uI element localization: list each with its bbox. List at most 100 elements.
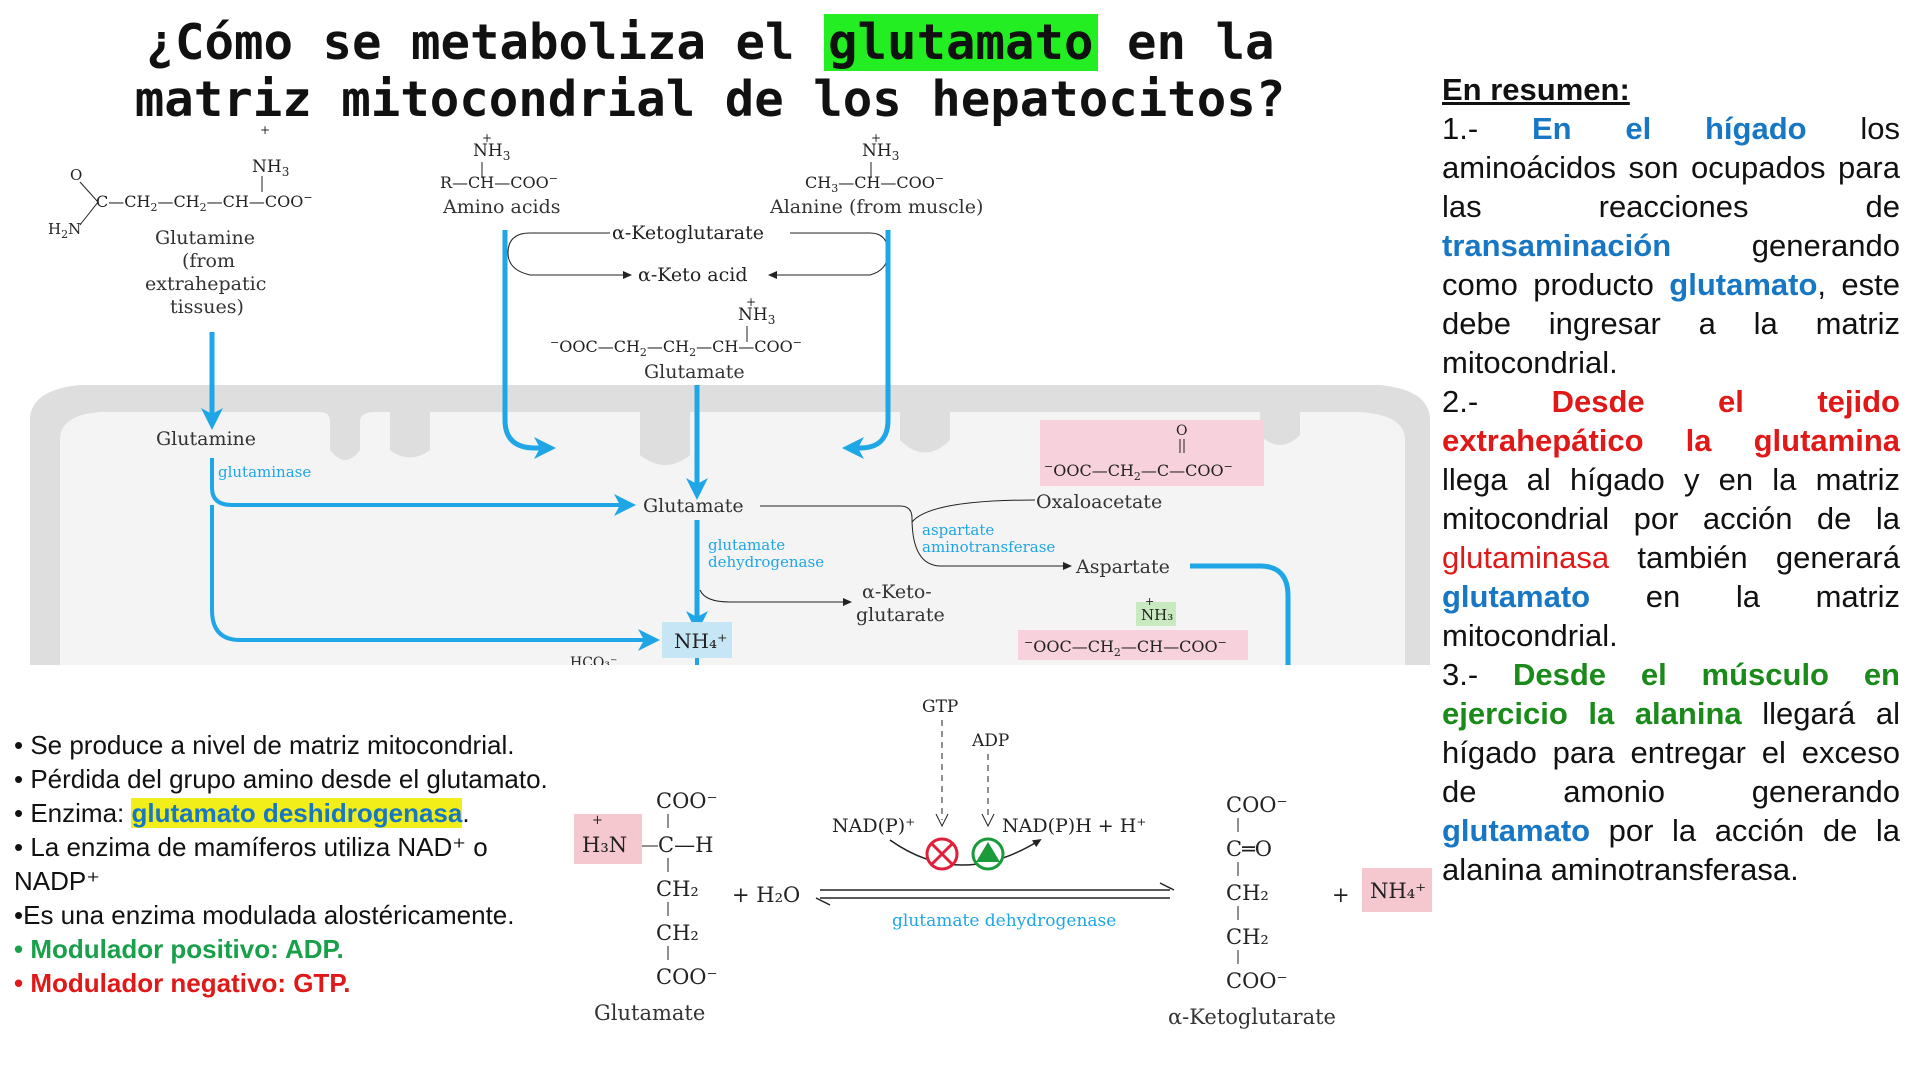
svg-text:O: O [70, 166, 82, 184]
aspartate-nh3-label: NH₃ [1141, 606, 1173, 624]
h3n-box [574, 814, 642, 864]
svg-text:+: + [482, 131, 492, 145]
summary-1-text-c: , este debe ingresar a la matriz mitocon… [1442, 267, 1901, 380]
akg-co-label: C═O [1226, 837, 1272, 861]
h2o-label: + H₂O [732, 883, 800, 907]
svg-text:O: O [1176, 423, 1187, 439]
summary-3-text-a: llegará al hígado para entregar el exces… [1442, 696, 1900, 809]
summary-point-3: 3.- Desde el músculo en ejercicio la ala… [1442, 655, 1900, 889]
summary-2-text-b: también generará [1609, 540, 1900, 575]
summary-1-text-a: los aminoácidos son ocupados para las re… [1442, 111, 1900, 224]
glutamine-extrahepatic-label: extrahepatic [145, 273, 266, 295]
aspartate-aminotransferase-label-1: aspartate [922, 521, 994, 539]
summary-panel: En resumen: 1.- En el hígado los aminoác… [1442, 70, 1900, 889]
summary-3-muscle: Desde el músculo en ejercicio la alanina [1442, 657, 1900, 731]
bullet-3: • Enzima: glutamato deshidrogenasa. [14, 796, 614, 830]
svg-text:−OOC—CH2—C—COO−: −OOC—CH2—C—COO− [1044, 460, 1233, 483]
reaction-enzyme-label: glutamate dehydrogenase [892, 911, 1116, 931]
summary-3-num: 3.- [1442, 657, 1513, 692]
glutamate-ch-label: C—H [658, 833, 713, 857]
bullet-3-enzyme-highlight: glutamato deshidrogenasa [131, 798, 463, 828]
bullet-1: • Se produce a nivel de matriz mitocondr… [14, 730, 515, 760]
svg-text:+: + [592, 813, 603, 828]
page-title: ¿Cómo se metaboliza el glutamato en la m… [60, 14, 1360, 128]
glutamine-inside-label: Glutamine [156, 428, 256, 450]
summary-3-glutamate: glutamato [1442, 813, 1591, 848]
bullet-2: • Pérdida del grupo amino desde el gluta… [14, 764, 548, 794]
akg-coo-bottom: COO⁻ [1226, 969, 1288, 993]
glutamate-coo-bottom: COO⁻ [656, 965, 718, 989]
bullet-list: • Se produce a nivel de matriz mitocondr… [14, 728, 614, 1000]
glutamine-from-label: (from [182, 250, 235, 272]
aspartate-label: Aspartate [1075, 556, 1170, 578]
svg-text:CH3—CH—COO−: CH3—CH—COO− [805, 172, 944, 195]
alpha-keto-label-1: α-Keto- [862, 581, 932, 603]
akg-coo-top: COO⁻ [1226, 793, 1288, 817]
akg-ch2-2: CH₂ [1226, 925, 1269, 949]
glutamine-top-label: Glutamine [155, 227, 255, 249]
summary-2-num: 2.- [1442, 384, 1552, 419]
summary-3-text-b: por la acción de la alanina aminotransfe… [1442, 813, 1900, 887]
title-highlight-glutamato: glutamato [823, 14, 1098, 71]
glutamate-dehydrogenase-label-1: glutamate [708, 536, 785, 554]
svg-text:−OOC—CH2—CH2—CH—COO−: −OOC—CH2—CH2—CH—COO− [550, 336, 802, 359]
glutamine-nh3-label: NH3 [252, 157, 289, 179]
crista-1 [390, 412, 430, 458]
summary-1-glutamate: glutamato [1669, 267, 1818, 302]
svg-text:NH3: NH3 [473, 141, 510, 163]
bullet-3-prefix: • Enzima: [14, 798, 132, 828]
bullet-4a: • La enzima de mamíferos utiliza NAD⁺ o [14, 832, 488, 862]
glutamate-dehydrogenase-label-2: dehydrogenase [708, 553, 824, 571]
oxaloacetate-box [1040, 420, 1264, 486]
alpha-keto-label-2: glutarate [856, 604, 945, 626]
bullet-4b: NADP⁺ [14, 866, 100, 896]
alpha-keto-acid-label: α-Keto acid [638, 264, 748, 286]
svg-text:+: + [1332, 883, 1350, 907]
summary-1-transamination: transaminación [1442, 228, 1672, 263]
inhibitor-x-icon [925, 837, 959, 871]
bullet-5: •Es una enzima modulada alostéricamente. [14, 900, 515, 930]
svg-text:−OOC—CH2—CH—COO−: −OOC—CH2—CH—COO− [1024, 636, 1227, 659]
svg-text:+: + [871, 131, 881, 145]
svg-text:+: + [746, 295, 756, 309]
summary-2-text-c: en la matriz mitocondrial. [1442, 579, 1900, 653]
nh4-label: NH₄⁺ [674, 629, 728, 653]
glutamate-coo-top: COO⁻ [656, 789, 718, 813]
aspartate-structure-box [1018, 630, 1248, 660]
svg-text:NH3: NH3 [738, 305, 775, 327]
bullet-6-positive-modulator: • Modulador positivo: ADP. [14, 934, 344, 964]
h3n-label: H₃N [582, 833, 627, 857]
nadph-right-label: NAD(P)H + H⁺ [1002, 815, 1146, 837]
gdh-reaction-diagram: COO⁻ + H₃N C—H CH₂ CH₂ COO⁻ Glutamate + … [574, 697, 1432, 1029]
reaction-akg-label: α-Ketoglutarate [1168, 1005, 1336, 1029]
summary-2-glutaminase: glutaminasa [1442, 540, 1610, 575]
summary-2-text-a: llega al hígado y en la matriz mitocondr… [1442, 462, 1900, 536]
reaction-glutamate-label: Glutamate [594, 1001, 705, 1025]
aspartate-aminotransferase-label-2: aminotransferase [922, 538, 1055, 556]
akg-ch2-1: CH₂ [1226, 881, 1269, 905]
nh4-box [662, 622, 732, 658]
glutamate-mid-label: Glutamate [643, 495, 744, 517]
summary-2-glutamate: glutamato [1442, 579, 1591, 614]
svg-text:+: + [260, 123, 270, 137]
reaction-nh4-box [1362, 868, 1432, 912]
crista-2 [640, 412, 690, 465]
oxaloacetate-label: Oxaloacetate [1036, 491, 1162, 513]
bullet-3-suffix: . [462, 798, 470, 828]
summary-1-text-b: generando como producto [1442, 228, 1900, 302]
glutamate-ch2-2: CH₂ [656, 921, 699, 945]
glutaminase-label: glutaminase [218, 463, 311, 481]
diagram-cutoff [0, 665, 1440, 685]
summary-1-liver: En el hígado [1531, 111, 1807, 146]
summary-point-1: 1.- En el hígado los aminoácidos son ocu… [1442, 109, 1900, 382]
svg-text:H2N: H2N [48, 220, 81, 241]
glutamate-top-label: Glutamate [644, 361, 745, 383]
svg-text:NH3: NH3 [862, 141, 899, 163]
bullet-7-negative-modulator: • Modulador negativo: GTP. [14, 968, 351, 998]
nh3-box [1136, 602, 1176, 626]
svg-text:C—CH2—CH2—CH—COO−: C—CH2—CH2—CH—COO− [96, 191, 313, 214]
nadp-left-label: NAD(P)⁺ [832, 815, 915, 837]
metabolism-diagram: + NH3 O C—CH2—CH2—CH—COO− H2N Glutamine … [30, 123, 1430, 680]
summary-heading: En resumen: [1442, 72, 1630, 107]
glutamine-tissues-label: tissues) [170, 296, 244, 318]
